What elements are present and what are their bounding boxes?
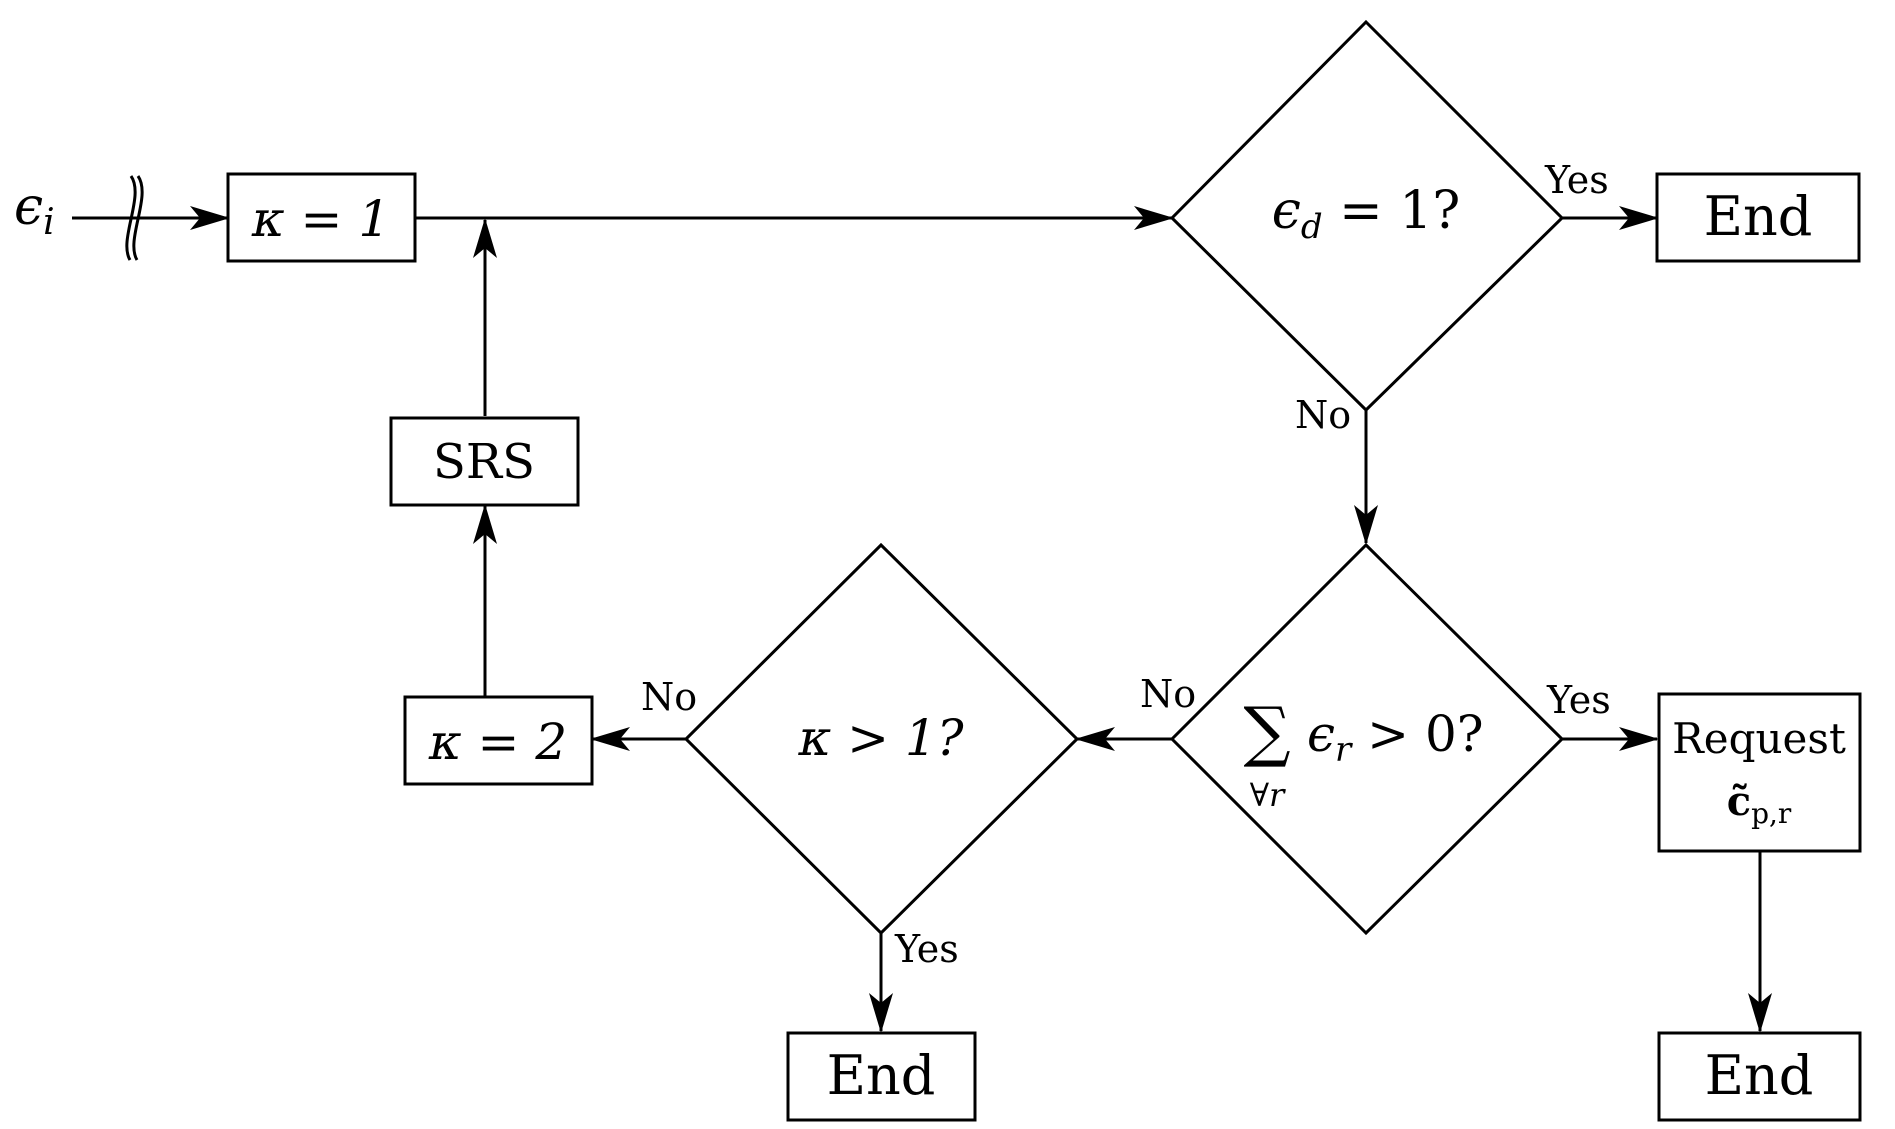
decision-ed-label: ϵd = 1? xyxy=(1272,181,1460,247)
decision-sum-label: ϵr > 0? xyxy=(1307,705,1484,770)
edge-label-kappa-no: No xyxy=(641,675,697,719)
edge-label-sum-yes: Yes xyxy=(1546,678,1611,722)
node-srs-label: SRS xyxy=(433,434,535,490)
decision-kappa-label: κ > 1? xyxy=(797,709,964,767)
node-srs: SRS xyxy=(389,416,580,507)
edge-label-kappa-yes: Yes xyxy=(894,927,959,971)
node-kappa-two: κ = 2 xyxy=(403,695,594,786)
edge-label-ed-no: No xyxy=(1295,393,1351,437)
decision-ed: ϵd = 1? xyxy=(1169,19,1565,413)
input-label: ϵi xyxy=(14,177,55,243)
decision-sum: ∑ ∀r ϵr > 0? xyxy=(1169,542,1565,936)
edges xyxy=(72,175,1772,1033)
decision-kappa: κ > 1? xyxy=(683,542,1080,936)
node-end-bottom-left-label: End xyxy=(827,1044,936,1107)
node-kappa-one: κ = 1 xyxy=(226,172,417,263)
edge-label-sum-no: No xyxy=(1140,672,1196,716)
decision-sum-under: ∀r xyxy=(1250,776,1286,814)
decision-sum-sigma: ∑ xyxy=(1243,693,1290,770)
node-end-bottom-right: End xyxy=(1657,1031,1862,1122)
node-end-top-label: End xyxy=(1704,185,1813,248)
node-request-vector: c̃p,r xyxy=(1727,778,1792,830)
node-end-top: End xyxy=(1655,172,1861,263)
node-end-bottom-right-label: End xyxy=(1705,1044,1814,1107)
node-kappa-one-label: κ = 1 xyxy=(251,190,390,248)
node-request: Request c̃p,r xyxy=(1657,692,1862,853)
node-kappa-two-label: κ = 2 xyxy=(428,713,567,771)
edge-label-ed-yes: Yes xyxy=(1544,158,1609,202)
break-symbol xyxy=(125,175,144,261)
node-end-bottom-left: End xyxy=(786,1031,977,1122)
node-request-label: Request xyxy=(1672,714,1846,763)
